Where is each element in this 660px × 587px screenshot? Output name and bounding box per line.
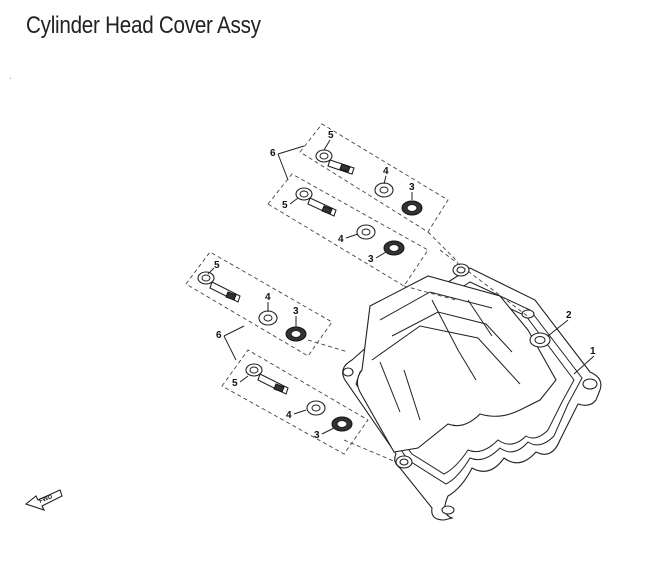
callout-4-c: 4 [265,292,271,303]
leader-1 [573,355,595,375]
callout-5-c: 5 [214,260,220,271]
leader-2 [547,319,569,337]
seal-d [331,416,353,432]
callout-4-a: 4 [383,166,389,177]
seal-a [401,200,423,216]
washer-a [374,182,394,198]
callout-4-d: 4 [286,410,292,421]
callout-6-lower: 6 [216,330,222,341]
callout-3-a: 3 [409,182,415,193]
bolt-a [315,149,355,175]
callout-3-b: 3 [368,254,374,265]
stray-mark: ' [10,78,12,84]
cylinder-head-cover [342,263,602,521]
callout-3-d: 3 [314,430,320,441]
diagram-title: Cylinder Head Cover Assy [26,12,261,39]
callout-3-c: 3 [293,306,299,317]
callout-5-d: 5 [232,378,238,389]
callout-5-b: 5 [282,200,288,211]
seal-b [383,240,405,256]
fwd-arrow-icon: FWD [24,489,63,511]
washer-d [306,400,326,416]
callout-5-a: 5 [328,130,334,141]
washer-c [258,310,278,326]
upper-fastener-group: 6 5 4 3 5 4 3 [267,123,531,319]
bolt-b [295,187,337,217]
washer-b [356,224,376,240]
callout-1: 1 [590,346,596,357]
callout-6-upper: 6 [270,148,276,159]
bolt-d [245,363,289,395]
seal-c [285,326,307,342]
lower-fastener-group: 6 5 4 3 5 4 3 [185,251,397,463]
callout-2: 2 [566,310,572,321]
callout-4-b: 4 [338,234,344,245]
bolt-c [197,271,241,303]
fwd-label: FWD [39,494,55,505]
grommet [529,332,551,348]
